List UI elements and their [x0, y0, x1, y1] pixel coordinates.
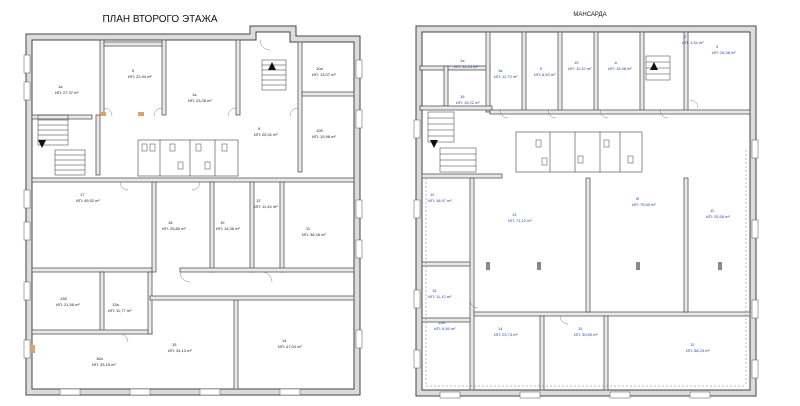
room-number: 1б	[574, 60, 579, 65]
room-area: ИП: 11,12 m²	[428, 294, 452, 299]
room-area: ИП: 15,98 m²	[608, 66, 632, 71]
second-floor-plan: ПЛАН ВТОРОГО ЭТАЖА	[23, 14, 363, 396]
room-number: 13a	[112, 302, 119, 307]
staircase-right-right	[645, 55, 671, 81]
room-area: ИП: 33,15 m²	[92, 362, 116, 367]
room-area: ИП: 12,23 m²	[454, 64, 478, 69]
room-area: ИП: 22,94 m²	[128, 74, 152, 79]
room-area: ИП: 21,56 m²	[56, 302, 80, 307]
room-labels-right: 1a ИП: 12,23 m² 1в ИП: 11,73 m² II ИП: 8…	[428, 34, 736, 353]
room-number: 15	[432, 288, 437, 293]
room-number: 10б	[316, 128, 323, 133]
room-area: ИП: 23,28 m²	[188, 98, 212, 103]
room-number: II	[132, 68, 134, 73]
room-number: 3	[716, 44, 719, 49]
room-number: 13	[512, 212, 517, 217]
room-number: 1в	[498, 68, 502, 73]
room-area: ИП: 6,56 m²	[434, 326, 456, 331]
room-area: ИП: 15,22 m²	[456, 100, 480, 105]
windows-right-plan	[413, 119, 759, 399]
attic-plan: МАНСАРДА	[413, 12, 759, 399]
room-number: 9	[258, 126, 261, 131]
room-number: 15a	[438, 320, 445, 325]
wc-block-left	[137, 139, 239, 177]
room-number: 12	[690, 342, 695, 347]
room-area: ИП: 26,38 m²	[712, 50, 736, 55]
room-number: 18	[168, 220, 173, 225]
room-number: 17	[80, 192, 85, 197]
marker-orange	[30, 345, 35, 353]
room-number: 15	[172, 342, 177, 347]
outer-wall	[25, 25, 361, 396]
room-area: ИП: 14,36 m²	[216, 226, 240, 231]
room-area: ИП: 13,07 m²	[312, 72, 336, 77]
room-number: 11	[306, 226, 311, 231]
staircase-left-top	[37, 114, 86, 176]
room-area: ИП: 11,73 m²	[494, 74, 518, 79]
room-area: ИП: 25,55 m²	[706, 214, 730, 219]
room-area: ИП: 23,73 m²	[494, 332, 518, 337]
room-labels-left: 1a ИП: 27,37 m² II ИП: 22,94 m² 1a ИП: 2…	[55, 66, 336, 367]
room-number: 14	[282, 338, 287, 343]
attic-title: МАНСАРДА	[573, 12, 606, 18]
room-number: III	[636, 196, 639, 201]
room-area: ИП: 11,32 m²	[568, 66, 592, 71]
wc-block-right	[515, 131, 643, 173]
room-area: ИП: 34,13 m²	[168, 348, 192, 353]
room-number: 12	[256, 198, 261, 203]
room-area: ИП: 25,31 m²	[254, 132, 278, 137]
doors-right	[469, 99, 699, 325]
room-number: 2	[684, 34, 687, 39]
room-area: ИП: 71,12 m²	[508, 218, 532, 223]
room-area: ИП: 8,93 m²	[534, 72, 556, 77]
room-area: ИП: 36,26 m²	[302, 232, 326, 237]
room-area: ИП: 58,23 m²	[686, 348, 710, 353]
room-area: ИП: 18,97 m²	[428, 198, 452, 203]
room-area: ИП: 11,77 m²	[108, 308, 132, 313]
room-area: ИП: 11,44 m²	[254, 204, 278, 209]
room-area: ИП: 49,52 m²	[76, 198, 100, 203]
room-number: 1a	[192, 92, 197, 97]
columns-right	[486, 262, 722, 270]
room-area: ИП: 27,37 m²	[55, 90, 79, 95]
roof-slope-lines	[425, 150, 747, 387]
room-area: ИП: 10,98 m²	[312, 134, 336, 139]
second-floor-title: ПЛАН ВТОРОГО ЭТАЖА	[102, 14, 217, 25]
room-number: 10a	[316, 66, 323, 71]
interior-walls-left	[31, 39, 355, 390]
room-number: 14	[498, 326, 503, 331]
room-number: 1a	[460, 58, 465, 63]
doors-left	[103, 39, 299, 343]
marker-orange	[138, 112, 144, 116]
staircase-right-left	[427, 111, 477, 173]
windows-left-plan	[23, 54, 363, 396]
room-area: ИП: 1,34 m²	[682, 40, 704, 45]
room-number: 1г	[614, 60, 618, 65]
room-number: II	[540, 66, 542, 71]
room-number: 1a	[58, 84, 63, 89]
room-number: 16a	[96, 356, 103, 361]
room-number: 13б	[60, 296, 67, 301]
room-number: 16	[460, 94, 465, 99]
room-area: ИП: 47,04 m²	[278, 344, 302, 349]
interior-walls-right	[419, 31, 751, 391]
room-area: ИП: 75,60 m²	[632, 202, 656, 207]
room-number: 15	[578, 326, 583, 331]
room-number: 10	[430, 192, 435, 197]
marker-orange	[100, 112, 106, 116]
room-area: ИП: 30,69 m²	[574, 332, 598, 337]
room-area: ИП: 25,80 m²	[162, 226, 186, 231]
staircase-left-right	[261, 59, 287, 91]
room-number: 19	[220, 220, 225, 225]
room-number: 11	[710, 208, 715, 213]
